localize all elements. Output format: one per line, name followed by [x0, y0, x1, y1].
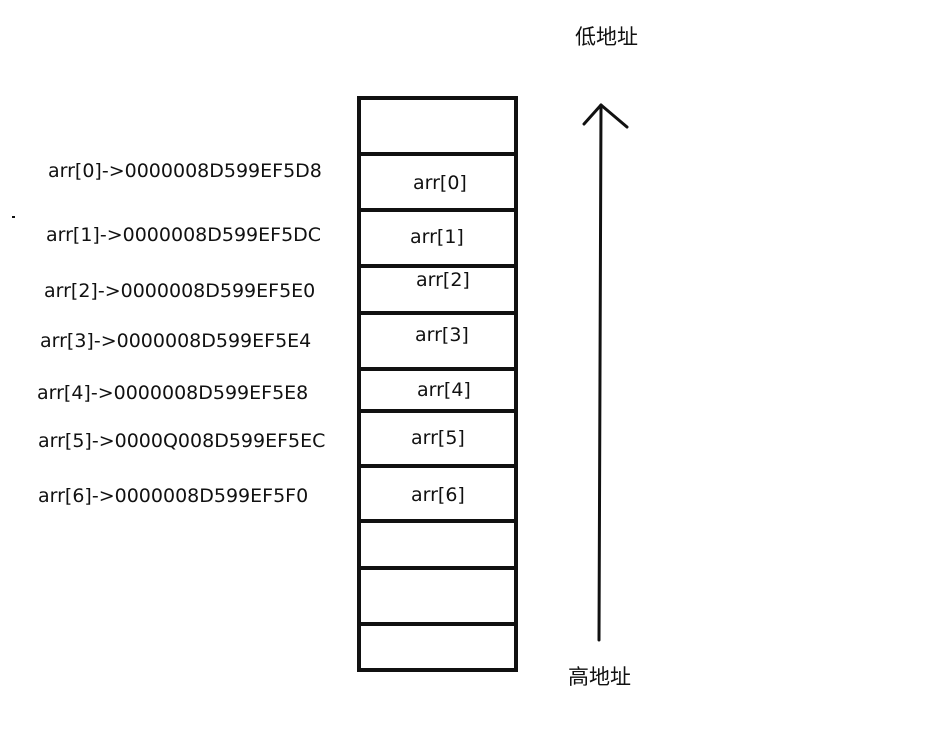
- element-address-label: arr[6]->0000008D599EF5F0: [38, 485, 309, 507]
- element-address-label: arr[0]->0000008D599EF5D8: [48, 160, 322, 182]
- memory-stack-box: [357, 96, 518, 672]
- address-direction-arrow-head: [582, 103, 629, 129]
- element-address-label: arr[2]->0000008D599EF5E0: [44, 280, 316, 302]
- element-address-label: arr[4]->0000008D599EF5E8: [37, 382, 309, 404]
- memory-cell-label: arr[0]: [413, 172, 467, 194]
- address-direction-arrow-shaft: [597, 103, 603, 642]
- high-address-label: 高地址: [568, 665, 631, 689]
- cell-dividers: [359, 152, 516, 626]
- memory-cell-label: arr[1]: [410, 226, 464, 248]
- element-address-label: arr[3]->0000008D599EF5E4: [40, 330, 312, 352]
- element-address-label: arr[1]->0000008D599EF5DC: [46, 224, 322, 246]
- memory-cell-label: arr[4]: [417, 379, 471, 401]
- memory-cell-label: arr[5]: [411, 427, 465, 449]
- memory-cell-label: arr[6]: [411, 484, 465, 506]
- low-address-label: 低地址: [575, 25, 638, 49]
- memory-cell-label: arr[3]: [415, 324, 469, 346]
- stray-mark: [12, 216, 15, 218]
- memory-cell-label: arr[2]: [416, 269, 470, 291]
- element-address-label: arr[5]->0000Q008D599EF5EC: [38, 430, 326, 452]
